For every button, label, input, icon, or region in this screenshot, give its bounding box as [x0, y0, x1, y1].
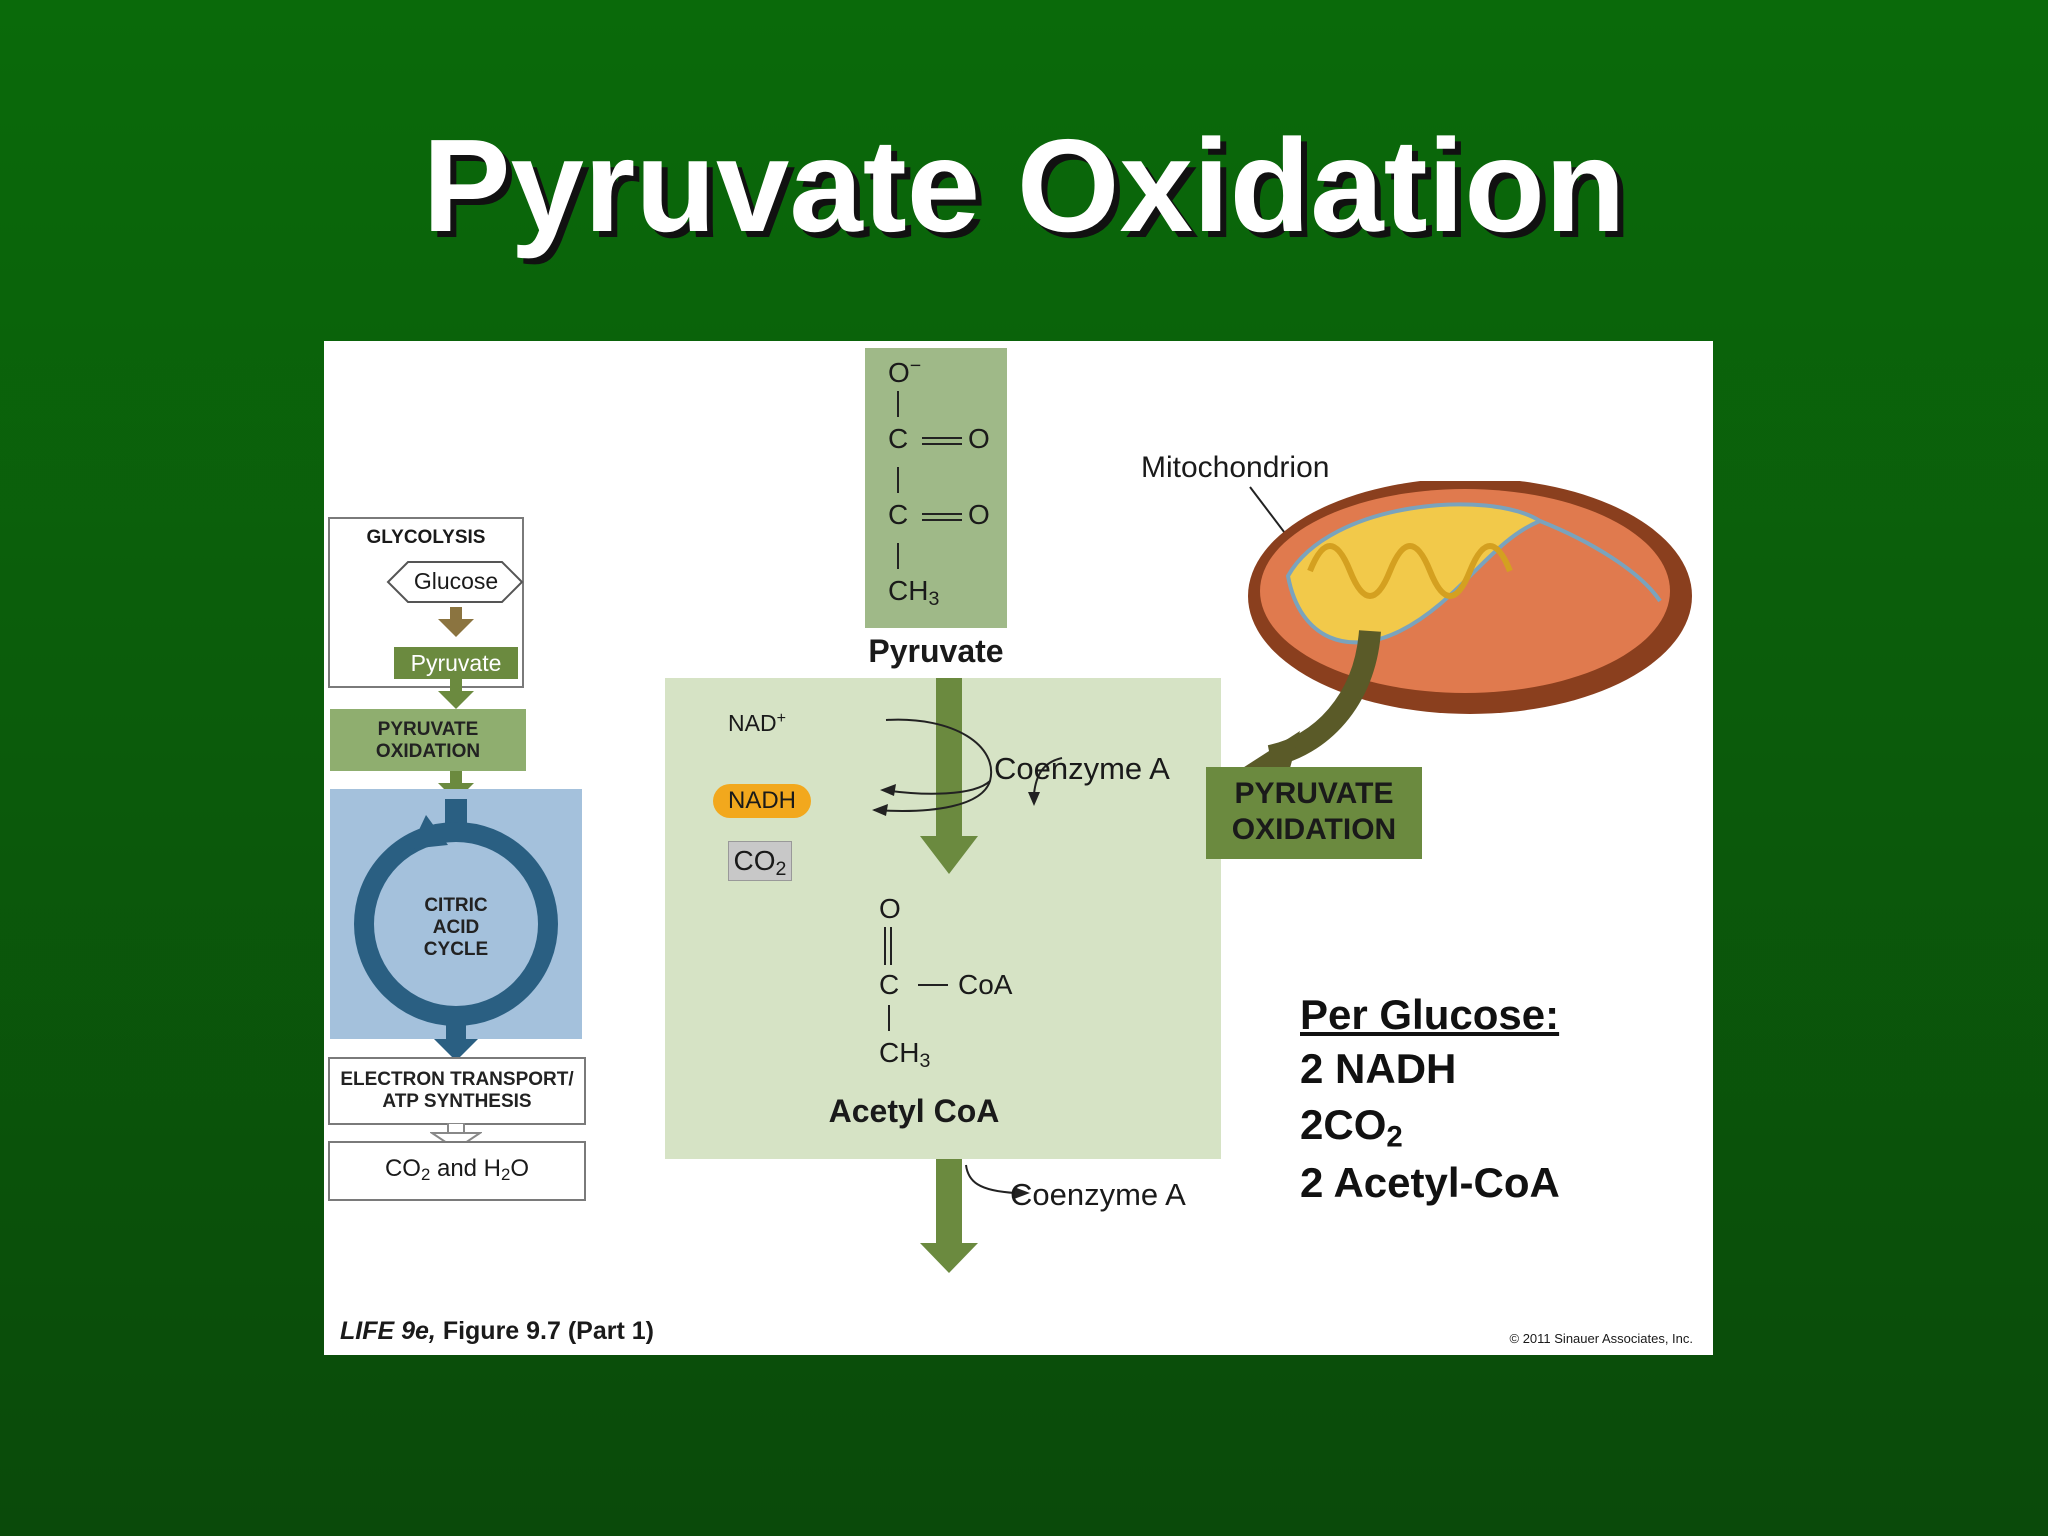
exit-arrow-icon [920, 1159, 978, 1273]
co2-text: CO [733, 845, 776, 876]
pyruvate-oxidation-line2: OXIDATION [375, 741, 481, 762]
coenzyme-a-in-label: Coenzyme A [994, 751, 1170, 786]
nadh-badge: NADH [713, 784, 811, 818]
pyruvate-name: Pyruvate [868, 633, 1004, 669]
citric-line1: CITRIC [424, 895, 488, 916]
products-and: and H [430, 1155, 502, 1182]
products-label: CO2 and H2O [328, 1155, 586, 1185]
pyruvate-ch-sub: 3 [928, 587, 940, 610]
citric-line2: ACID [432, 917, 480, 938]
electron-line1: ELECTRON TRANSPORT/ [340, 1069, 574, 1090]
pyruvate-minus: − [909, 355, 922, 377]
pyruvate-bond-1 [897, 391, 899, 417]
mitochondrion-callout [1206, 767, 1422, 859]
pyruvate-oxidation-line1: PYRUVATE [377, 719, 479, 740]
products-box [328, 1141, 586, 1201]
co2-badge: CO2 [728, 841, 792, 881]
coenzyme-a-out-label: Coenzyme A [1010, 1177, 1186, 1212]
pyruvate-oxidation-bar [330, 709, 526, 771]
copyright: © 2011 Sinauer Associates, Inc. [1509, 1331, 1694, 1346]
pyruvate-c2: C [888, 499, 909, 530]
per-glucose-co2-text: 2CO [1300, 1101, 1387, 1148]
pyruvate-double-bond-2 [922, 513, 962, 521]
caption-rest: Figure 9.7 (Part 1) [435, 1317, 654, 1345]
per-glucose-co2: 2CO2 [1300, 1097, 1403, 1165]
pyruvate-c1: C [888, 423, 909, 454]
products-o: O [510, 1155, 530, 1182]
acetyl-c: C [879, 969, 900, 1000]
glycolysis-label: GLYCOLYSIS [366, 527, 486, 548]
acetyl-bond-down [888, 1005, 890, 1031]
pyruvate-double-bond-1 [922, 437, 962, 445]
per-glucose-co2-sub: 2 [1386, 1120, 1403, 1154]
acetyl-coa-name: Acetyl CoA [828, 1093, 1000, 1129]
figure-panel: GLYCOLYSIS Glucose Pyruvate PYRUVATE OXI… [324, 341, 1713, 1355]
pyruvate-ch3: CH3 [888, 575, 939, 611]
coenzyme-out-arrow-icon [965, 1164, 1030, 1199]
citric-acid-cycle-icon [354, 799, 558, 1061]
acetyl-coa-text: CoA [958, 969, 1013, 1000]
citric-line3: CYCLE [423, 939, 489, 960]
products-sub-b: 2 [501, 1165, 511, 1185]
caption-life: LIFE 9e, [340, 1317, 436, 1345]
pyruvate-bond-2 [897, 467, 899, 493]
pyruvate-o-minus: O− [888, 355, 921, 389]
co2-sub: 2 [775, 857, 787, 880]
mitochondrion-label: Mitochondrion [1141, 451, 1330, 484]
mitochondrion-icon [1238, 481, 1692, 783]
figure-caption: LIFE 9e, Figure 9.7 (Part 1) [340, 1317, 654, 1346]
per-glucose-heading: Per Glucose: [1300, 991, 1560, 1038]
acetyl-ch3: CH3 [879, 1037, 930, 1073]
products-sub: 2 [420, 1165, 431, 1185]
to-oxidation-arrow-icon [438, 679, 474, 709]
pyruvate-structure-panel [865, 348, 1007, 628]
pyruvate-bond-3 [897, 543, 899, 569]
glucose-label: Glucose [413, 568, 499, 594]
acetyl-ch-sub: 3 [919, 1049, 931, 1072]
acetyl-double-bond [884, 927, 892, 965]
glycolysis-arrow-icon [438, 607, 474, 637]
per-glucose-acetyl: 2 Acetyl-CoA [1300, 1159, 1560, 1206]
acetyl-coa-bond [918, 984, 948, 986]
nad-plus-label: NAD+ [728, 709, 786, 737]
side-arrows-icon [872, 718, 1063, 816]
glucose-hexagon [386, 561, 524, 603]
callout-line1: PYRUVATE [1234, 777, 1394, 810]
nad-text: NAD [728, 710, 777, 737]
electron-transport-box [328, 1057, 586, 1125]
pyruvate-o2: O [968, 499, 990, 530]
slide-title: Pyruvate Oxidation [422, 112, 1626, 259]
pyruvate-box: Pyruvate [394, 647, 518, 679]
pyruvate-o-text: O [888, 356, 910, 388]
callout-line2: OXIDATION [1231, 813, 1397, 846]
per-glucose-nadh: 2 NADH [1300, 1045, 1457, 1092]
acetyl-ch: CH [879, 1037, 920, 1068]
pyruvate-ch: CH [888, 575, 929, 606]
products-co: CO [384, 1155, 421, 1182]
nad-sup: + [776, 709, 786, 727]
electron-line2: ATP SYNTHESIS [382, 1091, 532, 1112]
main-reaction-arrow-icon [920, 678, 978, 874]
acetyl-o: O [879, 893, 901, 924]
pyruvate-o1: O [968, 423, 990, 454]
